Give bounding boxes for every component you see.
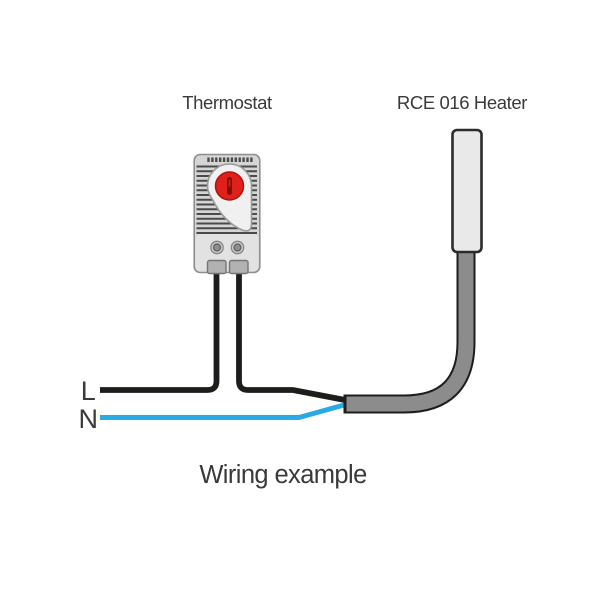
top-comb-icon [207,157,253,162]
thermostat-lower-panel [195,234,259,272]
dial-slot-highlight [228,179,231,187]
thermostat-label: Thermostat [182,92,272,113]
screw-head-icon [212,243,222,252]
live-wire-out [236,268,346,403]
diagram-caption: Wiring example [199,461,367,489]
terminal-screw-left [210,240,224,255]
heater-label: RCE 016 Heater [397,92,527,113]
wire-terminal-left [206,259,227,275]
screw-head-icon [233,243,242,252]
live-wire-in [100,268,220,393]
terminal-screw-right [230,240,245,255]
heater-cable [346,246,474,412]
heater-body [451,128,483,254]
live-wire-label: L [81,376,96,406]
neutral-wire [100,402,345,420]
thermostat-device [193,153,261,275]
neutral-wire-label: N [79,404,98,434]
wire-terminal-right [228,259,249,275]
